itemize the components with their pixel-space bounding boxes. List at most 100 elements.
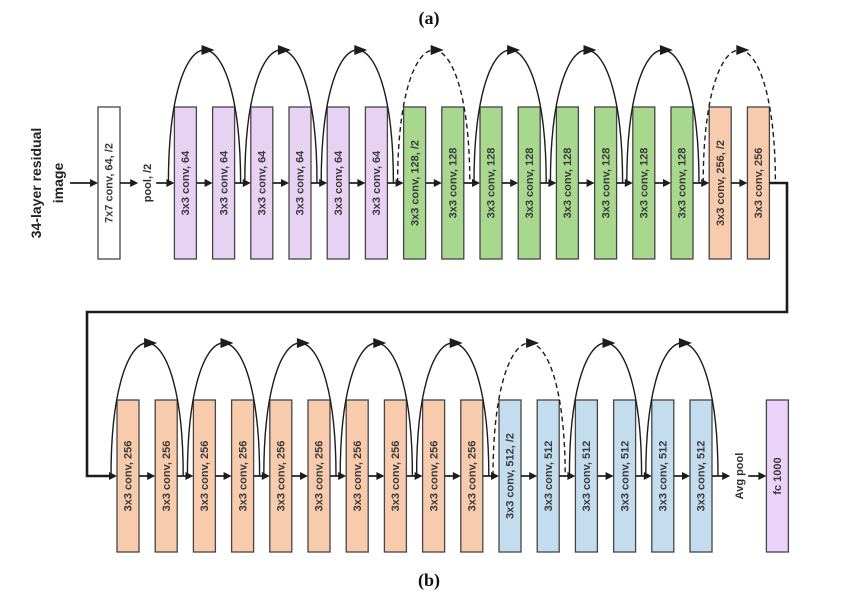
flow-arrow: [616, 179, 633, 187]
arrowhead-icon: [472, 179, 480, 187]
conv-box-label: 3x3 conv, 256: [314, 441, 326, 512]
conv-box-label: 3x3 conv, 256: [753, 148, 765, 219]
panel-b-label: (b): [418, 570, 440, 591]
arrowhead-icon: [185, 472, 194, 480]
conv-box-label: 3x3 conv, 512: [619, 441, 631, 512]
arrowhead-icon: [373, 338, 387, 348]
inline-op-label: Avg pool: [734, 453, 746, 500]
flow-arrow: [502, 179, 519, 187]
arrowhead-icon: [736, 45, 750, 55]
arrowhead-icon: [147, 472, 156, 480]
skip-connection: [339, 338, 414, 477]
flow-arrow: [712, 472, 731, 480]
flow-arrow: [693, 179, 710, 187]
flow-arrow: [521, 472, 538, 480]
conv-box-label: 3x3 conv, 512, /2: [505, 433, 517, 519]
skip-connection: [110, 338, 184, 477]
arrowhead-icon: [277, 45, 291, 55]
conv-box-label: 3x3 conv, 256, /2: [715, 140, 727, 226]
arrowhead-icon: [144, 338, 158, 348]
conv-box-label: 3x3 conv, 256: [390, 441, 402, 512]
arrowhead-icon: [220, 338, 234, 348]
conv-box-label: 3x3 conv, 256: [428, 441, 440, 512]
stage-b-row: 3x3 conv, 256 3x3 conv, 256 3x3 conv, 256 3…: [110, 338, 790, 553]
flow-arrow: [654, 179, 671, 187]
conv-box-label: 3x3 conv, 256: [467, 441, 479, 512]
flow-arrow: [731, 179, 748, 187]
inline-op-label: pool, /2: [142, 164, 154, 203]
skip-connection: [473, 45, 547, 184]
flow-arrow: [330, 472, 347, 480]
skip-connection: [626, 45, 700, 184]
conv-box-label: 3x3 conv, 128, /2: [409, 140, 421, 226]
skip-connection: [549, 45, 624, 184]
flow-arrow: [70, 179, 98, 187]
skip-connection: [645, 338, 719, 477]
skip-connection: [263, 338, 337, 477]
arrowhead-icon: [433, 179, 442, 187]
flow-arrow: [311, 179, 328, 187]
conv-box-label: 3x3 conv, 256: [276, 441, 288, 512]
arrowhead-icon: [452, 472, 461, 480]
flow-arrow: [387, 179, 404, 187]
flow-arrow: [120, 179, 139, 187]
conv-box-label: 3x3 conv, 64: [371, 150, 383, 215]
skip-connection: [244, 45, 318, 184]
flow-arrow: [482, 472, 499, 480]
arrowhead-icon: [166, 179, 175, 187]
flow-arrow: [597, 472, 614, 480]
flow-arrow: [673, 472, 690, 480]
flow-arrow: [139, 472, 156, 480]
arrowhead-icon: [602, 338, 616, 348]
arrowhead-icon: [204, 179, 213, 187]
arrowhead-icon: [722, 472, 731, 480]
flow-arrow: [748, 472, 767, 480]
flow-arrow: [559, 472, 576, 480]
arrowhead-icon: [586, 179, 595, 187]
panel-a-label: (a): [419, 8, 440, 29]
flow-arrow: [444, 472, 461, 480]
flow-arrow: [635, 472, 652, 480]
skip-connection: [568, 338, 643, 477]
wrap-connector-line: [85, 181, 789, 478]
skip-connection: [396, 45, 471, 184]
flow-arrow: [425, 179, 442, 187]
conv-box-label: 3x3 conv, 128: [600, 148, 612, 219]
conv-box-label: 3x3 conv, 128: [639, 148, 651, 219]
arrowhead-icon: [643, 472, 652, 480]
arrowhead-icon: [678, 338, 692, 348]
arrowhead-icon: [758, 472, 767, 480]
conv-box-label: 3x3 conv, 256: [199, 441, 211, 512]
conv-box-label: 3x3 conv, 64: [257, 150, 269, 215]
conv-box-label: 3x3 conv, 256: [352, 441, 364, 512]
arrowhead-icon: [376, 472, 385, 480]
conv-box-label: 3x3 conv, 256: [161, 441, 173, 512]
conv-box-label: 3x3 conv, 512: [696, 441, 708, 512]
arrowhead-icon: [507, 45, 521, 55]
conv-box-label: 3x3 conv, 128: [486, 148, 498, 219]
conv-box-label: 3x3 conv, 128: [448, 148, 460, 219]
conv-box-label: 7x7 conv, 64, /2: [104, 143, 116, 223]
arrowhead-icon: [624, 179, 633, 187]
arrowhead-icon: [261, 472, 270, 480]
conv-box-label: 3x3 conv, 64: [333, 150, 345, 215]
flow-arrow: [368, 472, 385, 480]
flow-arrow: [196, 179, 213, 187]
arrowhead-icon: [90, 179, 98, 187]
flow-arrow: [215, 472, 232, 480]
flow-arrow: [578, 179, 595, 187]
arrowhead-icon: [300, 472, 308, 480]
arrowhead-icon: [338, 472, 347, 480]
conv-box-label: 3x3 conv, 128: [524, 148, 536, 219]
skip-connection: [702, 45, 777, 184]
arrowhead-icon: [529, 472, 538, 480]
skip-connection: [415, 338, 490, 477]
arrowhead-icon: [567, 472, 576, 480]
arrowhead-icon: [357, 179, 366, 187]
arrowhead-icon: [701, 179, 710, 187]
arrowhead-icon: [659, 45, 673, 55]
arrowhead-icon: [281, 179, 289, 187]
skip-connection: [186, 338, 261, 477]
arrowhead-icon: [739, 179, 748, 187]
